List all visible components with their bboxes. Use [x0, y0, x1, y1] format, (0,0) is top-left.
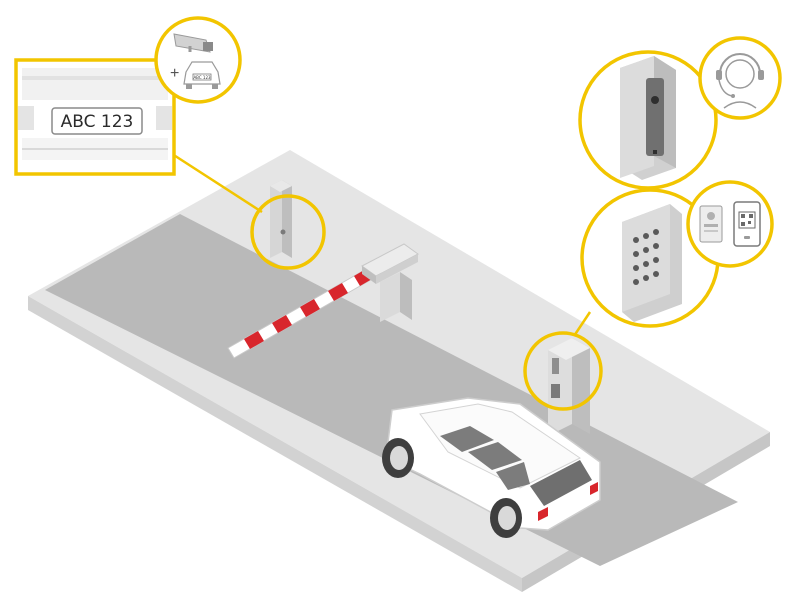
operator-badge — [698, 36, 782, 120]
kiosk-keypad — [551, 384, 560, 398]
license-plate — [51, 107, 143, 135]
video-intercom-icon — [646, 78, 664, 156]
mini-plate-text: ABC 123 — [193, 75, 211, 80]
camera-pole — [250, 180, 326, 270]
kiosk-highlight-ring — [523, 331, 603, 411]
license-plate-text: ABC 123 — [61, 112, 134, 132]
white-suv — [382, 397, 601, 538]
callout-line-kiosk — [572, 311, 592, 337]
pavement-edge-left — [28, 296, 522, 592]
barrier-gate — [227, 243, 419, 359]
pole-highlight-ring — [250, 194, 326, 270]
suv-rear-window — [530, 460, 592, 506]
keypad-closeup — [580, 188, 720, 328]
keypad-reader-icon — [633, 229, 659, 285]
pole-camera-lens — [280, 229, 286, 235]
callout-line-plate — [165, 148, 263, 214]
id-card-icon — [699, 205, 723, 243]
plus-sign: + — [170, 65, 179, 82]
kiosk-intercom — [552, 358, 559, 374]
intercom-closeup — [578, 50, 718, 190]
headset-operator-icon — [716, 53, 764, 109]
car-front-icon: ABC 123 — [183, 61, 221, 89]
camera-car-badge: + ABC 123 — [154, 16, 242, 104]
entry-kiosk — [523, 331, 603, 436]
security-camera-icon — [173, 33, 213, 53]
license-plate-inset: ABC 123 — [14, 58, 176, 176]
credentials-badge — [686, 180, 774, 268]
qr-credential-icon — [733, 201, 761, 247]
callout-lines — [165, 148, 592, 337]
